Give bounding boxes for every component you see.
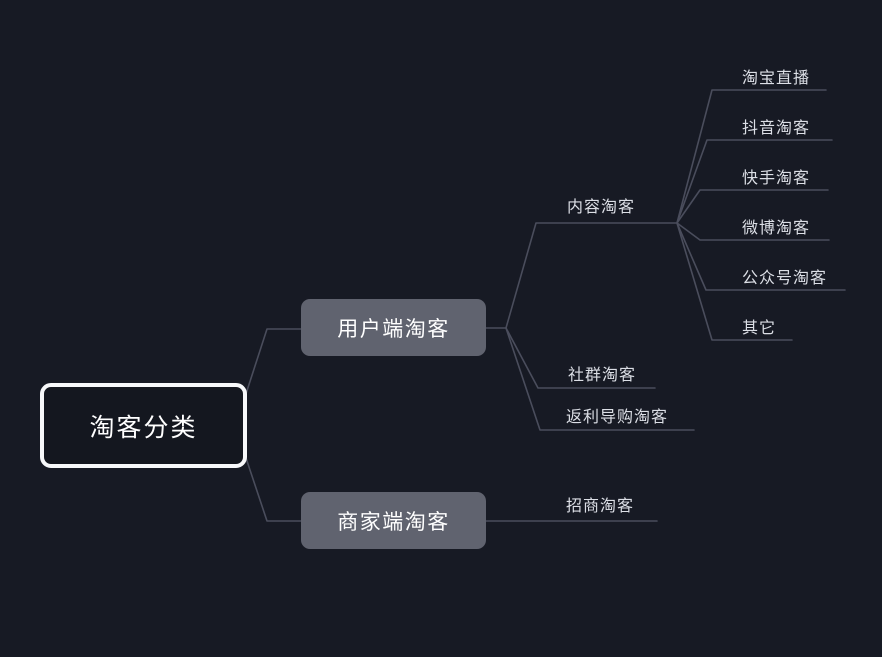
leaf-node-other[interactable]: 其它 bbox=[742, 318, 777, 337]
leaf-node-taobao-live[interactable]: 淘宝直播 bbox=[742, 68, 811, 87]
edge-content-to-kuaishou bbox=[676, 189, 829, 224]
branch-node-user[interactable]: 用户端淘客 bbox=[301, 299, 486, 356]
leaf-node-recruit[interactable]: 招商淘客 bbox=[566, 496, 635, 515]
edge-root-to-merchant bbox=[242, 448, 302, 522]
edge-content-to-douyin bbox=[676, 139, 833, 224]
leaf-node-content[interactable]: 内容淘客 bbox=[567, 197, 636, 216]
root-node[interactable]: 淘客分类 bbox=[40, 383, 247, 468]
edge-content-to-other bbox=[676, 222, 793, 341]
leaf-node-kuaishou[interactable]: 快手淘客 bbox=[742, 168, 811, 187]
branch-node-user-label: 用户端淘客 bbox=[337, 316, 450, 341]
edge-content-to-taobao-live bbox=[676, 89, 827, 224]
edge-user-to-rebate bbox=[505, 327, 695, 431]
branch-node-merchant-label: 商家端淘客 bbox=[337, 509, 450, 534]
leaf-node-douyin[interactable]: 抖音淘客 bbox=[742, 118, 811, 137]
edge-content-to-weibo bbox=[676, 222, 830, 241]
leaf-node-official-account[interactable]: 公众号淘客 bbox=[742, 268, 828, 287]
leaf-node-weibo[interactable]: 微博淘客 bbox=[742, 218, 811, 237]
leaf-node-rebate[interactable]: 返利导购淘客 bbox=[566, 407, 669, 426]
edge-user-to-community bbox=[505, 327, 656, 389]
root-node-label: 淘客分类 bbox=[89, 412, 198, 442]
edge-root-to-user bbox=[242, 328, 302, 404]
edge-content-to-official-account bbox=[676, 222, 846, 291]
leaf-node-community[interactable]: 社群淘客 bbox=[568, 365, 637, 384]
branch-node-merchant[interactable]: 商家端淘客 bbox=[301, 492, 486, 549]
edge-user-to-content bbox=[505, 222, 678, 329]
